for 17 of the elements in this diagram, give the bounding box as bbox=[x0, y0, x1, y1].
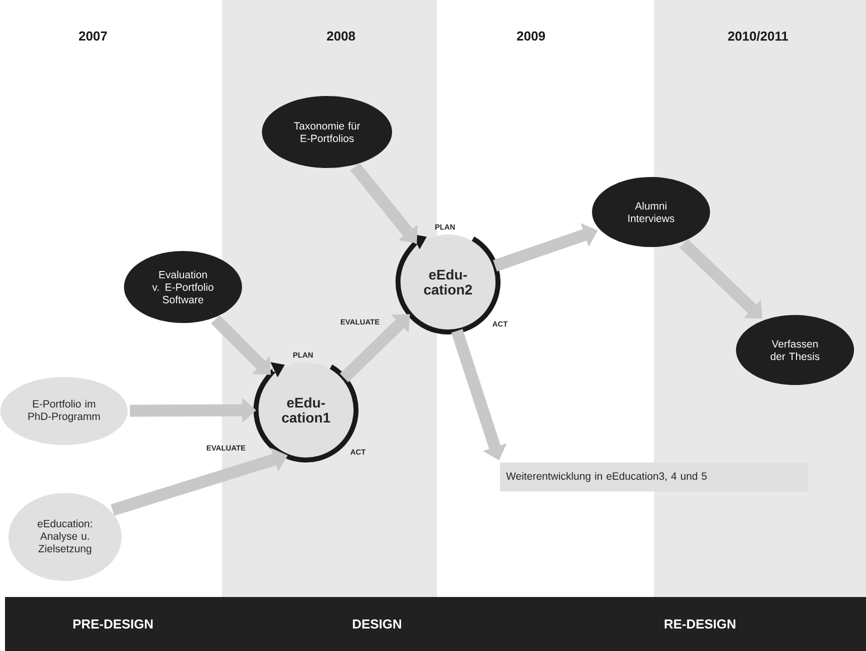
year-label: 2008 bbox=[327, 31, 356, 41]
ellipse-node: Evaluation v. E-Portfolio Software bbox=[124, 251, 242, 323]
ellipse-node: Alumni Interviews bbox=[592, 177, 710, 247]
ellipse-node: eEducation: Analyse u. Zielsetzung bbox=[8, 493, 122, 581]
ellipse-node: E-Portfolio im PhD-Programm bbox=[0, 377, 128, 445]
ellipse-node: Taxonomie für E-Portfolios bbox=[262, 96, 392, 168]
year-label: 2010/2011 bbox=[728, 31, 788, 41]
arrow bbox=[211, 315, 271, 375]
year-label: 2009 bbox=[517, 31, 545, 41]
arrow bbox=[340, 314, 410, 382]
phase-label: DESIGN bbox=[352, 619, 402, 629]
text-box: Weiterentwicklung in eEducation3, 4 und 5 bbox=[500, 462, 808, 492]
phase-label: RE-DESIGN bbox=[664, 619, 736, 629]
arrow bbox=[680, 238, 762, 319]
ellipse-node: Verfassen der Thesis bbox=[736, 315, 854, 385]
phase-label: PRE-DESIGN bbox=[73, 619, 153, 629]
year-label: 2007 bbox=[79, 31, 107, 41]
